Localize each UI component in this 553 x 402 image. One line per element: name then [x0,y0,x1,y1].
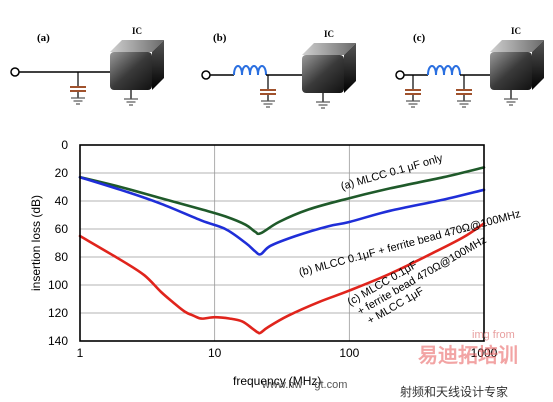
plot-frame [79,144,485,342]
y-tick-label: 120 [48,306,68,320]
x-axis-unit: (MHz) [289,374,322,388]
watermark: img from 易迪拓培训 www.hw gt.com 射频和天线设计专家 [261,329,518,399]
plot-area [80,145,484,341]
input-terminal [201,70,211,80]
ferrite-bead-icon [427,65,461,76]
watermark-logo: 易迪拓培训 [418,343,518,367]
series-a-line [78,166,486,236]
ic-label: IC [324,29,334,39]
schematic-b: (b) IC [201,29,356,109]
x-tick-label: 100 [339,346,359,360]
ic-chip-icon [302,43,356,109]
y-axis-title: insertion loss (dB) [29,195,43,291]
series-c-line [78,222,486,335]
input-terminal [395,70,405,80]
schematic-c: (c) [395,26,544,108]
x-axis-label: frequency [233,374,286,388]
capacitor-icon [456,75,472,108]
capacitor-icon [70,72,86,105]
schematic-a: (a) IC [10,26,164,106]
x-tick-label: 1000 [471,346,498,360]
y-tick-label: 60 [55,222,69,236]
watermark-img-from: img from [472,329,515,341]
watermark-url-tail: gt.com [314,379,347,391]
ic-label: IC [511,26,521,36]
ic-chip-icon [110,40,164,106]
x-tick-label: 10 [208,346,222,360]
y-tick-label: 40 [55,194,69,208]
ic-label: IC [132,26,142,36]
insertion-loss-chart: 0 20 40 60 80 100 120 140 1 10 100 1000 insertion l… [29,138,522,388]
x-axis-title: frequency(MHz) [233,374,321,388]
capacitor-icon [260,75,276,108]
panel-b-label: (b) [213,32,227,44]
x-tick-label: 1 [77,346,84,360]
series-lines [78,166,486,335]
series-b-line [78,175,486,256]
y-tick-label: 20 [55,166,69,180]
y-tick-label: 140 [48,334,68,348]
panel-c-label: (c) [413,32,426,44]
input-terminal [10,67,20,77]
grid [80,145,484,341]
y-tick-label: 0 [61,138,68,152]
panel-a-label: (a) [37,32,50,44]
tick-labels: 0 20 40 60 80 100 120 140 1 10 100 1000 [48,138,498,360]
y-tick-label: 80 [55,250,69,264]
watermark-cn-site: 射频和天线设计专家 [400,384,508,399]
capacitor-icon [405,75,421,108]
watermark-url: www.hw gt.com [261,379,347,391]
watermark-url-head: www.hw [261,379,302,391]
y-tick-label: 100 [48,278,68,292]
ic-chip-icon [490,40,544,106]
ferrite-bead-icon [233,65,267,76]
